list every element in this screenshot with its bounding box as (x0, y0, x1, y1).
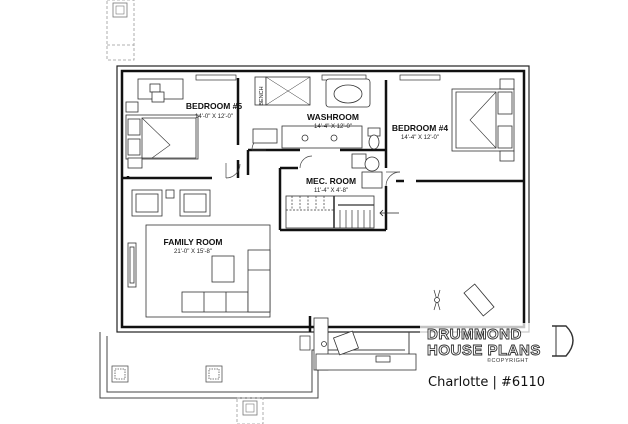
post-top (112, 2, 128, 18)
bedroom5-dims: 14'-0" X 12'-0" (195, 114, 233, 120)
patio-posts (111, 365, 223, 383)
windows (195, 74, 441, 81)
mec-room-name: MEC. ROOM (306, 176, 356, 186)
bedroom5-furniture (125, 78, 199, 169)
family-room-furniture (127, 189, 271, 318)
mec-room-dims: 11'-4" X 4'-8" (314, 188, 348, 194)
washroom-dims: 14'-4" X 12'-0" (314, 124, 352, 130)
drummond-logo: DRUMMOND HOUSE PLANS ©COPYRIGHT (420, 323, 574, 365)
logo-d-mark-icon (552, 325, 574, 357)
logo-copyright: ©COPYRIGHT (487, 357, 529, 364)
interior-walls (122, 78, 524, 332)
logo-company-line1: DRUMMOND (427, 326, 522, 343)
family-room-dims: 21'-0" X 15'-8" (174, 249, 212, 255)
washroom-name: WASHROOM (307, 112, 359, 122)
bedroom4-dims: 14'-4" X 12'-0" (401, 135, 439, 141)
family-room-name: FAMILY ROOM (163, 237, 222, 247)
stair-arrow (379, 209, 399, 217)
bedroom4-furniture (451, 78, 515, 162)
washroom-fixtures (252, 76, 383, 189)
plan-name: Charlotte | #6110 (428, 375, 545, 390)
bedroom4-name: BEDROOM #4 (392, 123, 448, 133)
bench-label: BENCH (259, 86, 265, 105)
logo-company-line2: HOUSE PLANS (427, 342, 541, 359)
room-labels: BEDROOM #5 14'-0" X 12'-0" WASHROOM 14'-… (163, 101, 448, 255)
office-furniture (313, 283, 495, 371)
top-porch (106, 0, 135, 61)
stairs (285, 195, 375, 229)
bottom-post (236, 397, 264, 424)
bedroom5-name: BEDROOM #5 (186, 101, 242, 111)
